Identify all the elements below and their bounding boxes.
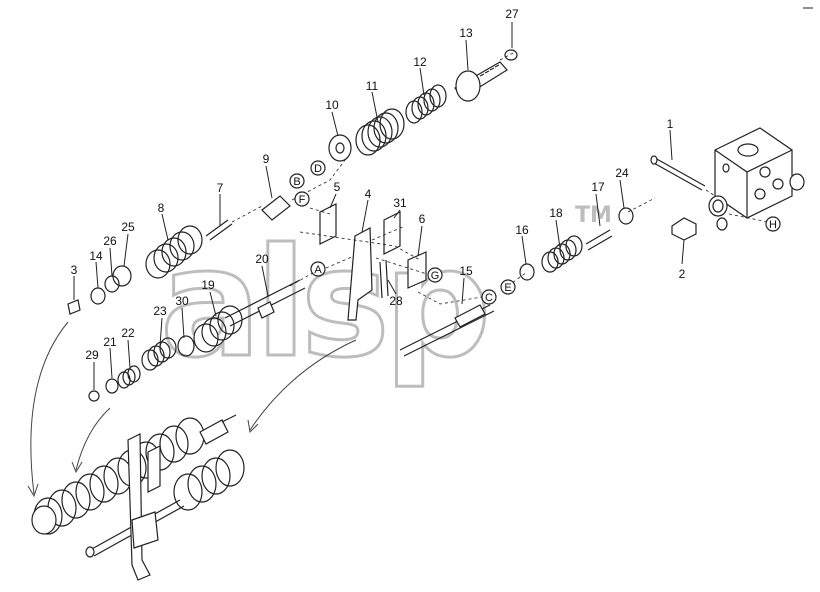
letter-markers: A B C D E F G H (289, 160, 781, 305)
part-label-21: 21 (103, 335, 117, 349)
part-29-shape (88, 390, 100, 402)
marker-b: B (293, 176, 300, 188)
part-label-22: 22 (121, 326, 135, 340)
part-label-30: 30 (175, 294, 189, 308)
part-label-24: 24 (615, 166, 629, 180)
arrow-right (249, 339, 357, 431)
right-housing (650, 127, 805, 241)
marker-b-circle (289, 173, 305, 189)
middle-parts (88, 203, 634, 402)
arrow-middle (75, 407, 111, 471)
marker-a: A (314, 264, 322, 276)
part-14-shape (90, 287, 106, 305)
part-21-shape (105, 378, 119, 394)
part-12-shape (405, 84, 447, 124)
part-label-17: 17 (591, 180, 605, 194)
assembled-lower-spool (31, 449, 245, 558)
part-label-3: 3 (71, 263, 78, 277)
part-9-shape (261, 195, 291, 221)
marker-d: D (314, 163, 322, 175)
part-22-shape (117, 365, 141, 389)
part-2-shape (671, 217, 697, 241)
part-6-shape (407, 251, 427, 289)
seal-ring (708, 195, 728, 217)
part-label-27: 27 (505, 7, 519, 21)
part-11-shape (355, 108, 405, 156)
marker-d-circle (310, 160, 326, 176)
marker-c: C (485, 292, 493, 304)
part-19-shape (257, 301, 275, 319)
part-10-shape (328, 134, 352, 162)
part-label-14: 14 (89, 249, 103, 263)
part-label-10: 10 (325, 98, 339, 112)
marker-f: F (299, 194, 306, 206)
spool-19-body (193, 305, 243, 353)
part-16-shape (519, 263, 535, 281)
part-24-shape (618, 207, 634, 225)
marker-g: G (431, 270, 440, 282)
marker-c-circle (481, 289, 497, 305)
assembled-link-5 (147, 445, 161, 493)
part-25-shape (112, 265, 132, 287)
watermark: alsp TM (159, 203, 612, 393)
part-label-31: 31 (393, 196, 407, 210)
part-28-shape (379, 259, 389, 299)
part-label-8: 8 (158, 201, 165, 215)
part-label-7: 7 (217, 181, 224, 195)
part-label-15: 15 (459, 264, 473, 278)
part-label-9: 9 (263, 152, 270, 166)
marker-a-circle (310, 261, 326, 277)
part-label-28: 28 (389, 294, 403, 308)
part-label-5: 5 (334, 180, 341, 194)
part-4-shape (347, 227, 373, 321)
part-1-shape (651, 157, 706, 191)
part-31-shape (383, 211, 401, 255)
part-labels: 1 2 3 4 5 6 7 8 9 10 11 12 13 14 15 16 1… (71, 7, 686, 362)
watermark-text: alsp (160, 217, 485, 391)
part-label-19: 19 (201, 278, 215, 292)
marker-f-circle (294, 191, 310, 207)
part-27-shape (504, 49, 518, 61)
part-label-1: 1 (667, 117, 674, 131)
part-label-16: 16 (515, 223, 529, 237)
part-label-18: 18 (549, 206, 563, 220)
part-18-shape (541, 235, 583, 273)
part-7-shape (205, 219, 233, 241)
part-label-26: 26 (103, 234, 117, 248)
part-3-shape (67, 299, 81, 315)
part-label-13: 13 (459, 26, 473, 40)
part-label-11: 11 (366, 79, 379, 93)
part-17-shape (585, 229, 613, 251)
part-23-shape (141, 337, 177, 371)
assembled-view (31, 414, 245, 581)
part-30-shape (177, 335, 195, 357)
marker-h: H (769, 219, 777, 231)
part-label-20: 20 (255, 252, 269, 266)
part-label-25: 25 (121, 220, 135, 234)
part-label-4: 4 (365, 187, 372, 201)
part-label-6: 6 (419, 212, 426, 226)
part-8-shape (145, 225, 203, 279)
leader-lines (73, 22, 685, 390)
arrow-left (30, 321, 69, 495)
assembled-plate-6 (131, 511, 159, 549)
watermark-trademark: TM (575, 203, 612, 228)
marker-g-circle (427, 267, 443, 283)
marker-e: E (504, 282, 511, 294)
assembly-arrows (27, 321, 357, 498)
marker-e-circle (500, 279, 516, 295)
part-label-12: 12 (413, 55, 427, 69)
part-label-29: 29 (85, 348, 99, 362)
part-label-2: 2 (679, 267, 686, 281)
marker-h-circle (765, 216, 781, 232)
part-label-23: 23 (153, 304, 167, 318)
upper-parts (67, 49, 518, 315)
